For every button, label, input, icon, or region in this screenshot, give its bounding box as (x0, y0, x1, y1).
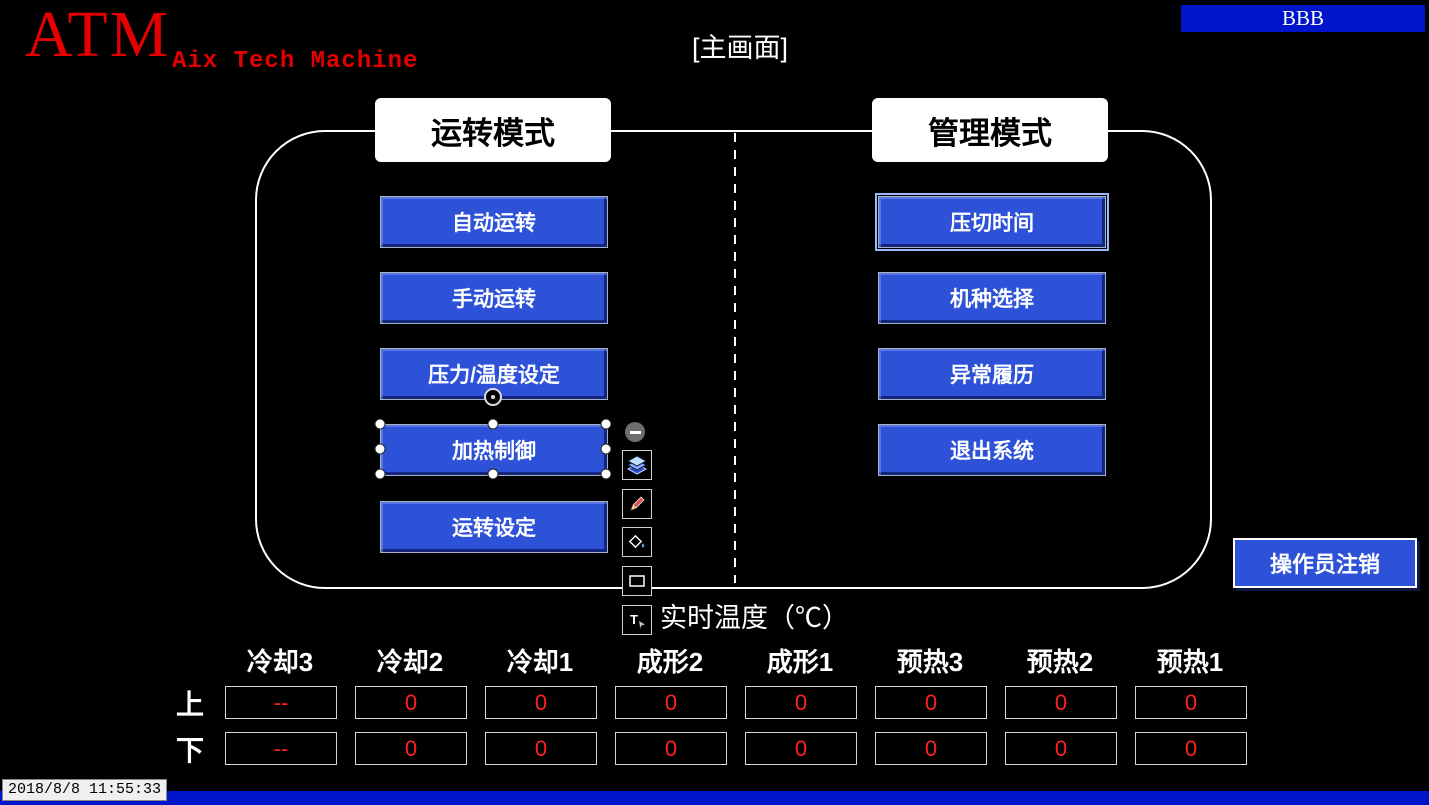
temp-cell-upper-cooling3: -- (225, 686, 337, 719)
text-tool-glyph: T (630, 612, 646, 630)
button-machine-select[interactable]: 机种选择 (878, 272, 1106, 324)
rectangle-glyph (629, 575, 645, 587)
column-header-forming1: 成形1 (766, 647, 834, 677)
column-header-preheat3: 预热3 (896, 647, 964, 677)
row-label-lower: 下 (175, 735, 204, 766)
text-tool-icon[interactable]: T (622, 605, 652, 635)
mode-divider-dashed-line (734, 133, 736, 583)
page-title: [主画面] (691, 33, 788, 63)
minus-icon[interactable] (625, 422, 645, 442)
resize-handle-se[interactable] (600, 468, 612, 480)
temp-cell-lower-cooling1: 0 (485, 732, 597, 765)
button-auto-run[interactable]: 自动运转 (380, 196, 608, 248)
resize-handle-n[interactable] (487, 418, 499, 430)
operation-mode-header: 运转模式 (375, 98, 611, 162)
rotate-handle[interactable] (484, 388, 502, 406)
button-run-setting[interactable]: 运转设定 (380, 501, 608, 553)
temp-cell-upper-preheat3: 0 (875, 686, 987, 719)
temp-cell-lower-preheat2: 0 (1005, 732, 1117, 765)
resize-handle-sw[interactable] (374, 468, 386, 480)
column-header-forming2: 成形2 (636, 647, 704, 677)
temp-cell-lower-forming2: 0 (615, 732, 727, 765)
pencil-icon[interactable] (622, 489, 652, 519)
temp-cell-upper-preheat1: 0 (1135, 686, 1247, 719)
temp-cell-upper-cooling2: 0 (355, 686, 467, 719)
temp-cell-lower-cooling3: -- (225, 732, 337, 765)
minus-glyph (629, 430, 641, 434)
layers-icon[interactable] (622, 450, 652, 480)
resize-handle-ne[interactable] (600, 418, 612, 430)
logo-subtitle: Aix Tech Machine (172, 48, 419, 75)
svg-text:T: T (630, 612, 638, 627)
resize-handle-w[interactable] (374, 443, 386, 455)
temp-cell-upper-preheat2: 0 (1005, 686, 1117, 719)
operator-logout-button[interactable]: 操作员注销 (1233, 538, 1417, 588)
temp-cell-upper-forming1: 0 (745, 686, 857, 719)
management-mode-header: 管理模式 (872, 98, 1108, 162)
bottom-blue-bar (0, 791, 1429, 805)
column-header-cooling3: 冷却3 (246, 647, 314, 677)
realtime-temperature-label: 实时温度（℃） (660, 603, 849, 633)
column-header-cooling1: 冷却1 (506, 647, 574, 677)
rectangle-tool-icon[interactable] (622, 566, 652, 596)
column-header-preheat1: 预热1 (1156, 647, 1224, 677)
button-exit-system[interactable]: 退出系统 (878, 424, 1106, 476)
resize-handle-nw[interactable] (374, 418, 386, 430)
temp-cell-upper-forming2: 0 (615, 686, 727, 719)
column-header-cooling2: 冷却2 (376, 647, 444, 677)
temp-cell-lower-cooling2: 0 (355, 732, 467, 765)
resize-handle-e[interactable] (600, 443, 612, 455)
layers-glyph (627, 455, 647, 475)
datetime-status: 2018/8/8 11:55:33 (2, 779, 168, 801)
pencil-glyph (630, 496, 645, 511)
logo-atm: ATM (25, 0, 171, 71)
button-error-history[interactable]: 异常履历 (878, 348, 1106, 400)
fill-bucket-icon[interactable] (622, 527, 652, 557)
column-header-preheat2: 预热2 (1026, 647, 1094, 677)
top-right-bbb-button[interactable]: BBB (1181, 5, 1425, 32)
button-manual-run[interactable]: 手动运转 (380, 272, 608, 324)
temp-cell-lower-preheat3: 0 (875, 732, 987, 765)
temp-cell-lower-preheat1: 0 (1135, 732, 1247, 765)
main-frame (255, 130, 1212, 589)
fill-bucket-glyph (628, 534, 645, 549)
button-press-cut-time[interactable]: 压切时间 (875, 193, 1109, 251)
row-label-upper: 上 (175, 689, 204, 720)
temp-cell-lower-forming1: 0 (745, 732, 857, 765)
resize-handle-s[interactable] (487, 468, 499, 480)
temp-cell-upper-cooling1: 0 (485, 686, 597, 719)
